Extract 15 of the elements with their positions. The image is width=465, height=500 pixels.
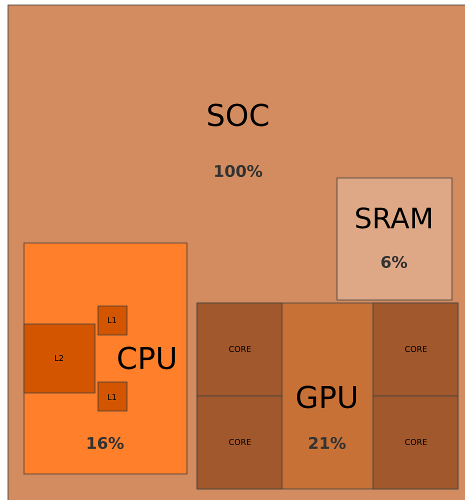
percentage-label: 16% bbox=[88, 436, 124, 450]
block-label: SRAM bbox=[356, 207, 431, 229]
block-label: CORE bbox=[229, 438, 251, 446]
percentage-label: 100% bbox=[215, 164, 262, 178]
block-label: L1 bbox=[108, 394, 116, 400]
block-label: CPU bbox=[118, 346, 175, 370]
block-label: CORE bbox=[405, 346, 427, 352]
block-label: L2 bbox=[55, 355, 63, 361]
block-label: CORE bbox=[229, 346, 251, 352]
block-label: GPU bbox=[297, 386, 356, 408]
block-label: CORE bbox=[405, 438, 427, 446]
percentage-label: 21% bbox=[309, 436, 346, 450]
percentage-label: 6% bbox=[381, 256, 408, 268]
block-label: SOC bbox=[208, 104, 268, 126]
block-label: L1 bbox=[108, 317, 116, 323]
